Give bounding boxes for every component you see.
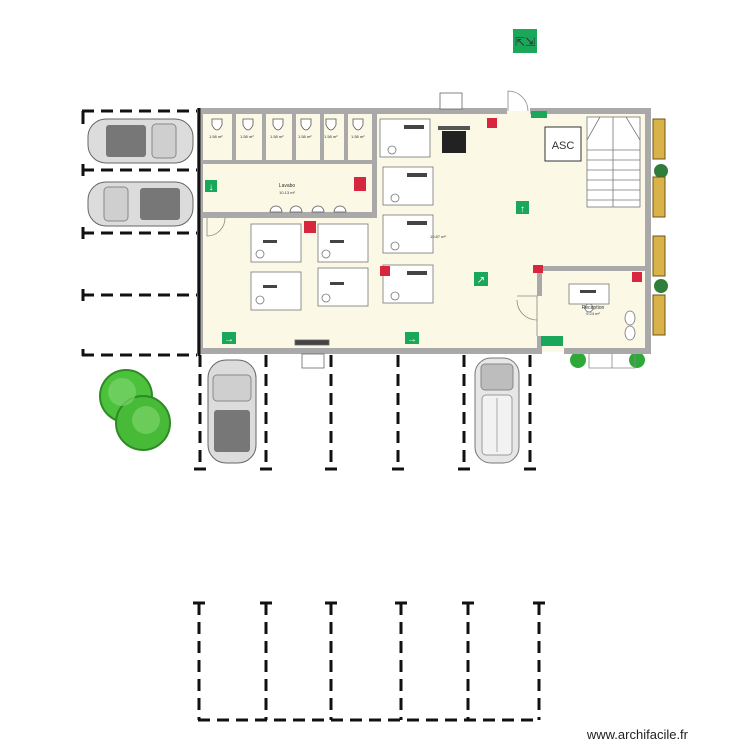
reception-room-label: Reception 9.24 m²	[582, 305, 605, 316]
reception-area: 9.24 m²	[586, 311, 600, 316]
exit-arrow-icon: ↗	[474, 272, 488, 286]
toilet-stalls	[211, 118, 364, 131]
staircase	[586, 116, 641, 208]
parking-bottom	[194, 355, 536, 471]
svg-text:↓: ↓	[209, 182, 214, 193]
office-area-label: 10.87 m²	[430, 234, 446, 239]
stall-area-label: 1.58 m²	[351, 134, 365, 139]
exit-arrow-icon: →	[405, 332, 419, 345]
inner-walls	[203, 114, 645, 354]
car-icon	[474, 357, 520, 464]
reception-name: Reception	[582, 305, 605, 311]
stall-area-label: 1.58 m²	[209, 134, 223, 139]
doors	[206, 90, 636, 369]
stall-area-label: 1.58 m²	[270, 134, 284, 139]
plant-icon	[570, 164, 668, 368]
sinks	[269, 205, 347, 213]
benches	[652, 118, 666, 336]
assembly-point-icon: ⇱⇲	[513, 29, 537, 53]
exit-arrow-icon: ↓	[205, 180, 217, 193]
car-icon	[87, 181, 194, 227]
watermark-text: www.archifacile.fr	[586, 727, 688, 742]
exit-sign-icon	[531, 111, 563, 346]
reception-seats	[624, 310, 636, 341]
stall-area-label: 1.58 m²	[240, 134, 254, 139]
elevator: ASC	[544, 126, 582, 162]
tree-icon	[99, 369, 171, 451]
lavabo-name: Lavabo	[279, 183, 296, 189]
parking-left	[81, 109, 197, 357]
svg-text:↗: ↗	[477, 275, 485, 286]
printer-icon	[438, 126, 470, 153]
fire-extinguisher-icon	[304, 118, 642, 282]
svg-text:⇱⇲: ⇱⇲	[515, 35, 535, 49]
parking-lower	[193, 601, 545, 722]
car-icon	[87, 118, 194, 164]
stall-area-labels: 1.58 m² 1.58 m² 1.58 m² 1.58 m² 1.58 m² …	[209, 134, 365, 139]
stall-area-label: 1.58 m²	[298, 134, 312, 139]
svg-text:→: →	[224, 334, 234, 345]
lavabo-room-label: Lavabo 10.13 m²	[279, 183, 296, 195]
exit-arrow-icon: →	[222, 332, 236, 345]
exit-arrow-icon: ↑	[516, 201, 529, 215]
svg-text:→: →	[407, 334, 417, 345]
service-panels	[294, 92, 463, 369]
lavabo-area: 10.13 m²	[279, 190, 295, 195]
elevator-label: ASC	[552, 140, 575, 152]
stall-area-label: 1.58 m²	[324, 134, 338, 139]
svg-text:↑: ↑	[520, 204, 525, 215]
desk-monitors	[263, 125, 596, 293]
car-icon	[207, 359, 257, 464]
office-chairs	[255, 145, 594, 313]
